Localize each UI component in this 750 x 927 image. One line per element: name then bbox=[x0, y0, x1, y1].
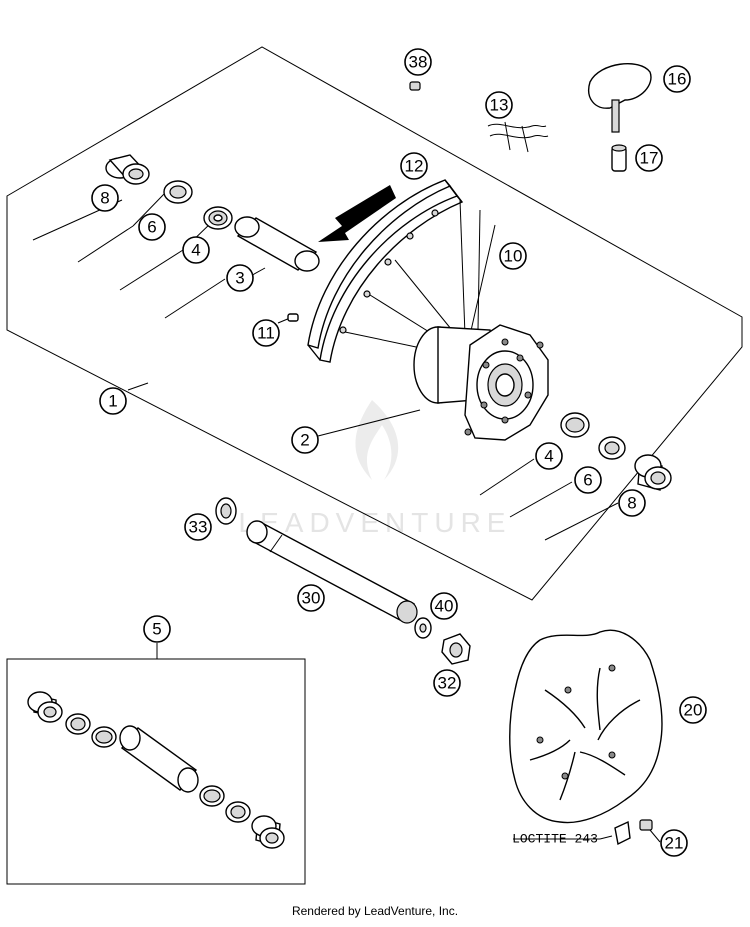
callout-21: 21 bbox=[660, 829, 688, 857]
callout-17: 17 bbox=[635, 144, 663, 172]
callout-4-right: 4 bbox=[535, 442, 563, 470]
right-spacer-8 bbox=[634, 454, 672, 491]
kit-bearing-set bbox=[27, 691, 285, 849]
callout-32: 32 bbox=[433, 669, 461, 697]
svg-text:1: 1 bbox=[108, 392, 117, 411]
watermark: LEADVENTURE bbox=[239, 400, 512, 538]
callout-5: 5 bbox=[143, 615, 171, 643]
callout-11: 11 bbox=[252, 319, 280, 347]
callout-4-left: 4 bbox=[182, 236, 210, 264]
callout-20: 20 bbox=[679, 696, 707, 724]
hub-2 bbox=[413, 324, 549, 441]
rim-lock-nut-17 bbox=[611, 144, 627, 172]
spoke-nipple-11 bbox=[287, 313, 299, 322]
callout-13: 13 bbox=[485, 91, 513, 119]
callout-33: 33 bbox=[184, 513, 212, 541]
callout-6-right: 6 bbox=[574, 466, 602, 494]
rim-12 bbox=[307, 179, 464, 363]
callout-16: 16 bbox=[663, 65, 691, 93]
left-spacer-8 bbox=[105, 154, 150, 185]
svg-text:21: 21 bbox=[665, 834, 684, 853]
callout-10: 10 bbox=[499, 242, 527, 270]
spacer-tube-3 bbox=[234, 216, 320, 272]
right-seal-6 bbox=[598, 436, 626, 460]
callout-1: 1 bbox=[99, 387, 127, 415]
svg-text:6: 6 bbox=[147, 218, 156, 237]
svg-text:30: 30 bbox=[302, 589, 321, 608]
svg-text:20: 20 bbox=[684, 701, 703, 720]
svg-text:10: 10 bbox=[504, 247, 523, 266]
svg-text:8: 8 bbox=[627, 494, 636, 513]
rim-tape-13 bbox=[487, 121, 549, 153]
callout-3: 3 bbox=[226, 264, 254, 292]
callout-12: 12 bbox=[400, 152, 428, 180]
callout-30: 30 bbox=[297, 584, 325, 612]
rim-lock-16 bbox=[588, 63, 652, 133]
watermark-text: LEADVENTURE bbox=[239, 507, 512, 538]
right-bearing-4 bbox=[560, 412, 590, 438]
svg-text:12: 12 bbox=[405, 157, 424, 176]
svg-text:6: 6 bbox=[583, 471, 592, 490]
callout-40: 40 bbox=[430, 592, 458, 620]
svg-text:11: 11 bbox=[257, 324, 275, 343]
svg-text:16: 16 bbox=[668, 70, 687, 89]
svg-text:2: 2 bbox=[300, 431, 309, 450]
axle-nut-32 bbox=[441, 633, 471, 665]
svg-text:4: 4 bbox=[544, 447, 553, 466]
svg-text:32: 32 bbox=[438, 674, 457, 693]
svg-text:5: 5 bbox=[152, 620, 161, 639]
svg-text:4: 4 bbox=[191, 241, 200, 260]
callout-38: 38 bbox=[404, 48, 432, 76]
axle-washer-40 bbox=[414, 617, 432, 639]
rotation-arrow bbox=[318, 185, 396, 242]
valve-cap-38 bbox=[409, 81, 421, 91]
svg-text:33: 33 bbox=[189, 518, 208, 537]
svg-text:17: 17 bbox=[640, 149, 659, 168]
callout-8-right: 8 bbox=[618, 489, 646, 517]
svg-text:38: 38 bbox=[409, 53, 428, 72]
left-seal-6 bbox=[163, 180, 193, 204]
svg-text:40: 40 bbox=[435, 597, 454, 616]
axle-30 bbox=[246, 520, 418, 624]
brake-disc-20 bbox=[509, 629, 663, 824]
loctite-note: LOCTITE 243 bbox=[512, 832, 598, 847]
render-credit: Rendered by LeadVenture, Inc. bbox=[291, 904, 459, 918]
axle-seal-33 bbox=[215, 497, 237, 525]
left-bearing-4 bbox=[203, 206, 233, 230]
svg-text:13: 13 bbox=[490, 96, 509, 115]
callout-6-left: 6 bbox=[138, 213, 166, 241]
svg-text:8: 8 bbox=[100, 189, 109, 208]
kit-frame bbox=[6, 658, 306, 885]
disc-bolt-21 bbox=[614, 819, 653, 846]
callout-8-left: 8 bbox=[91, 184, 119, 212]
callout-2: 2 bbox=[291, 426, 319, 454]
svg-text:3: 3 bbox=[235, 269, 244, 288]
